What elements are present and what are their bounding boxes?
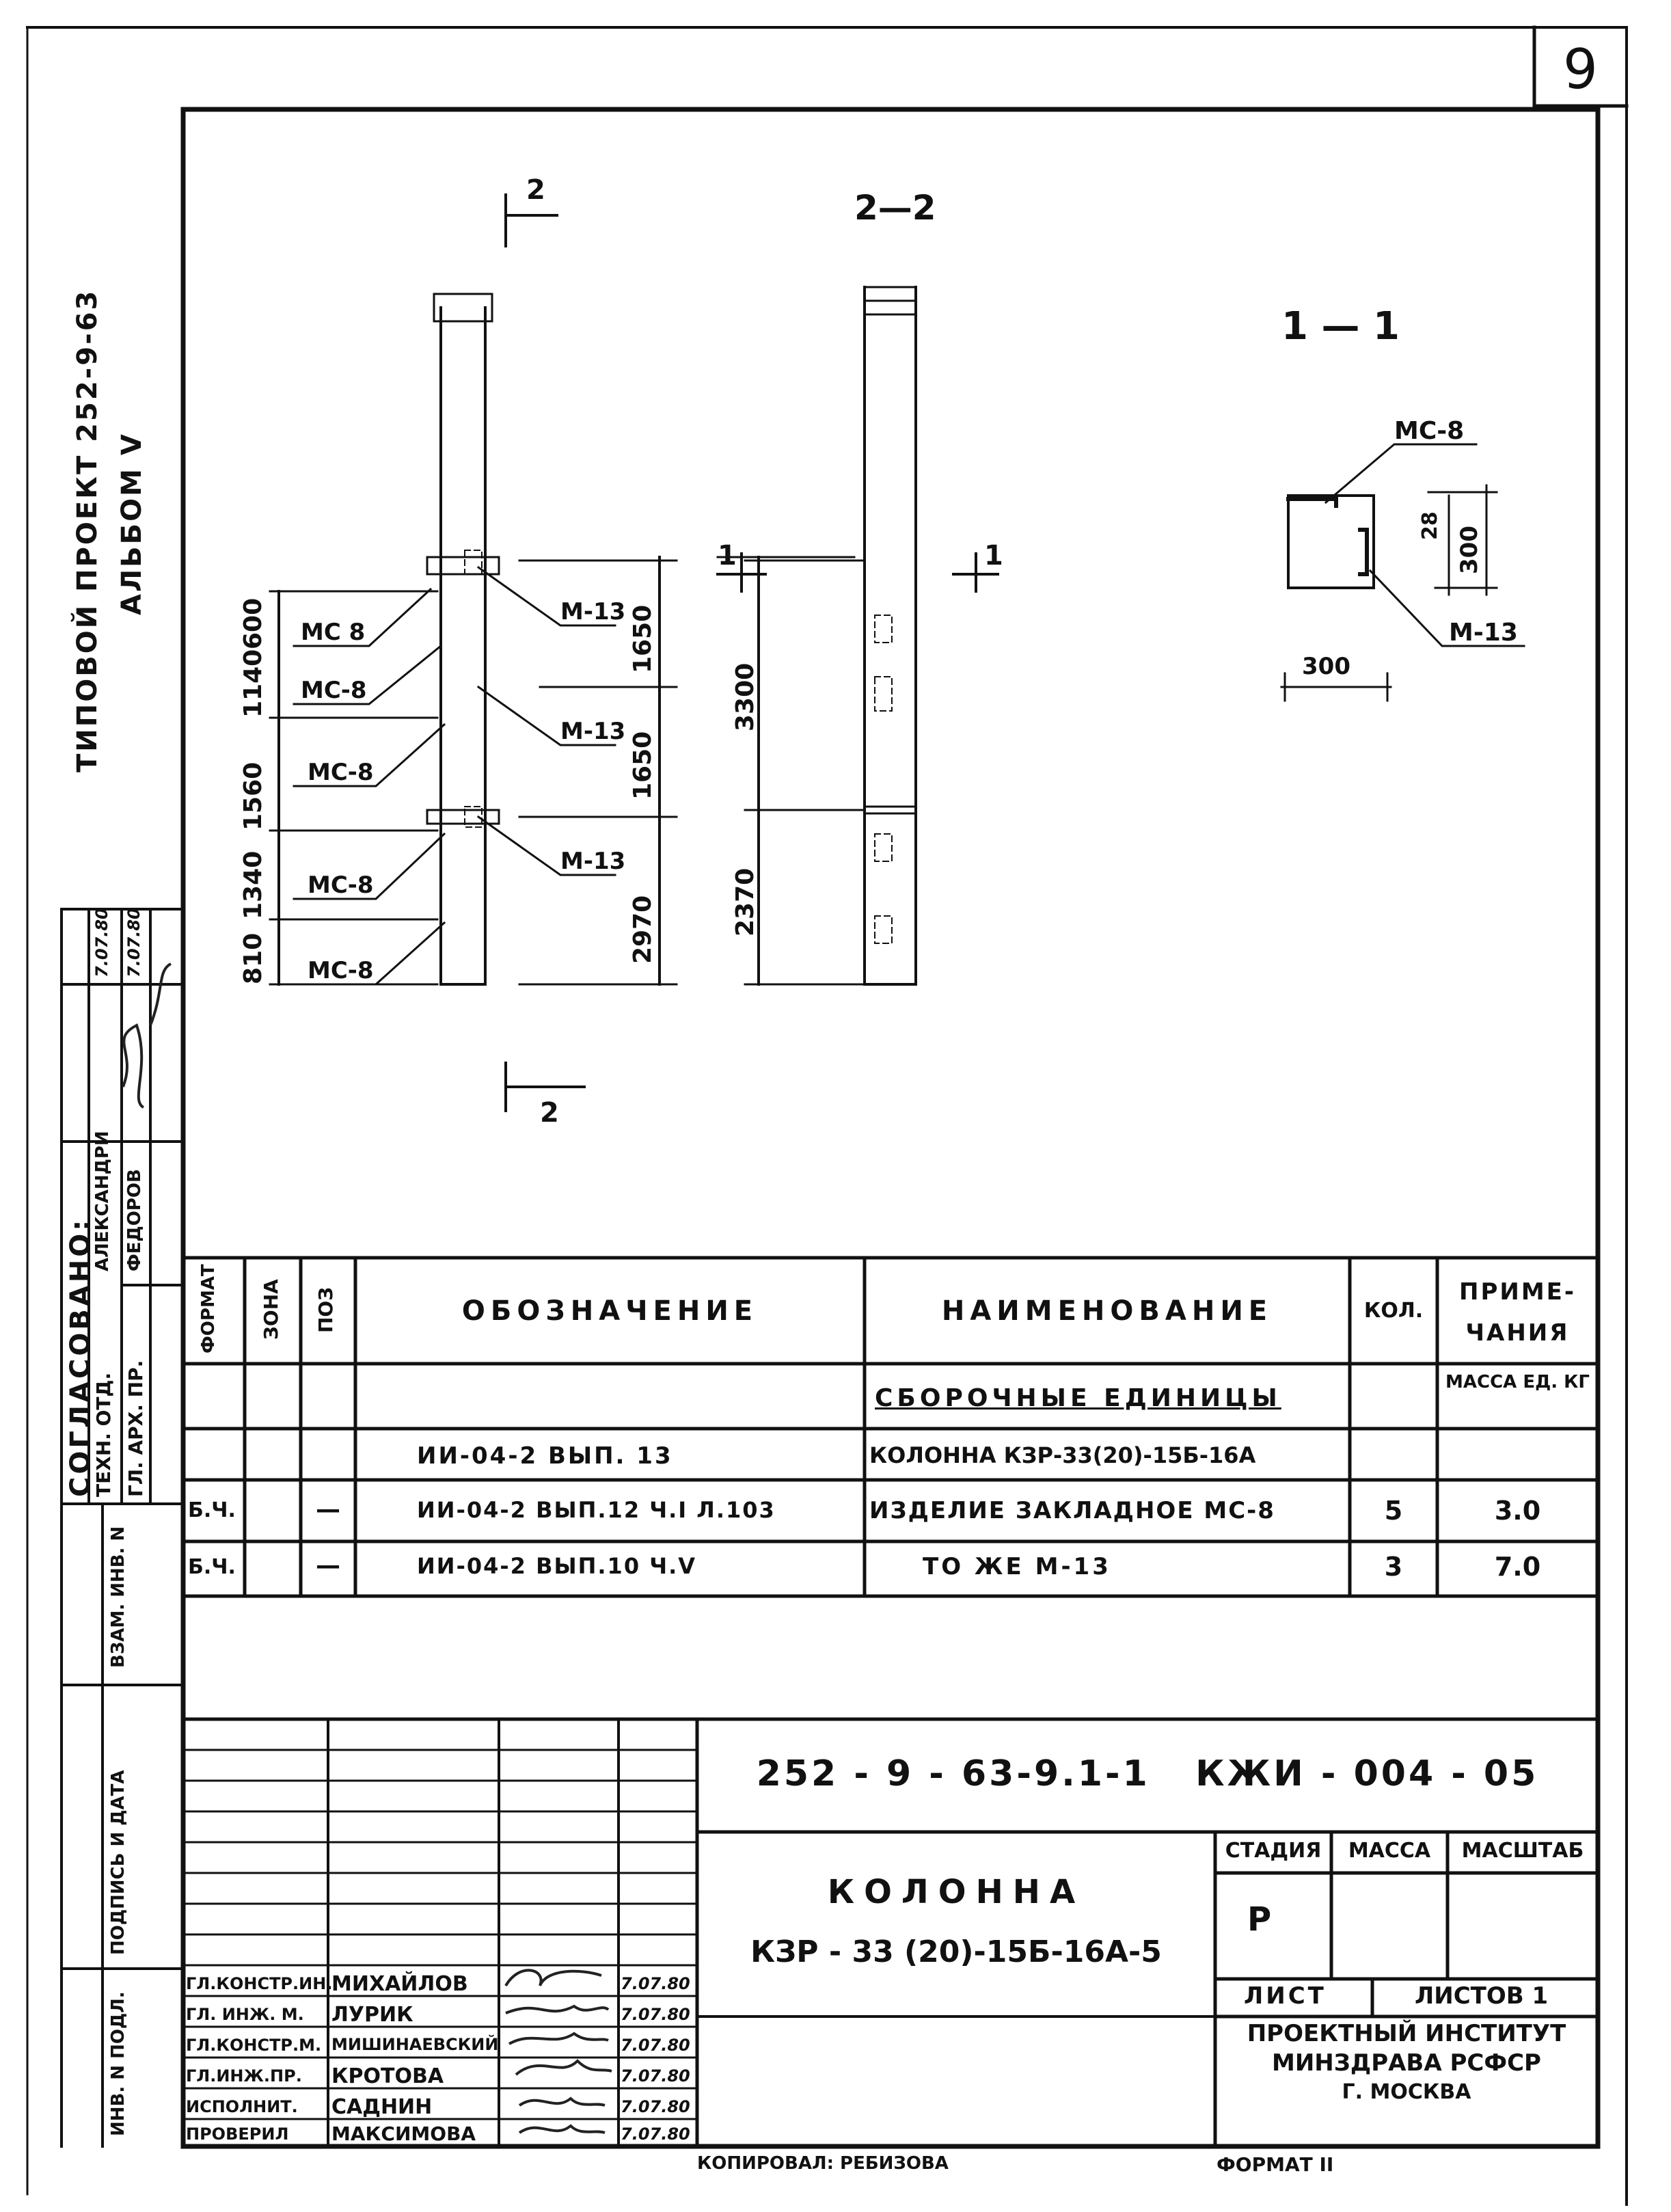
- sec11-dim-28: 28: [1418, 511, 1442, 540]
- spec-row-4-pos: —: [316, 1552, 340, 1580]
- section-mark-1-right: 1: [984, 540, 1003, 571]
- project-title: ТИПОВОЙ ПРОЕКТ 252-9-63: [72, 288, 103, 772]
- spec-row-4-note: 7.0: [1494, 1552, 1541, 1582]
- spec-header-name: НАИМЕНОВАНИЕ: [941, 1295, 1273, 1327]
- mc8-label-2: МС-8: [301, 677, 367, 704]
- staff-date-3: 7.07.80: [621, 2036, 690, 2055]
- stamp-label-sign-date: ПОДПИСЬ И ДАТА: [108, 1770, 128, 1955]
- dim-mid-2970: 2970: [629, 895, 657, 964]
- spec-row-4-designation: ИИ-04-2 ВЫП.10 Ч.V: [417, 1553, 696, 1579]
- mc8-label-4: МС-8: [308, 872, 374, 899]
- spec-row-4-qty: 3: [1384, 1552, 1403, 1582]
- spec-row-3-note: 3.0: [1494, 1496, 1541, 1526]
- spec-row-1-note: МАССА ЕД. КГ: [1445, 1372, 1590, 1392]
- spec-header-designation: ОБОЗНАЧЕНИЕ: [461, 1295, 759, 1327]
- agreed-date-2: 7.07.80: [124, 908, 144, 977]
- agreed-role-1: ТЕХН. ОТД.: [92, 1372, 115, 1497]
- sec11-dim-300v: 300: [1456, 526, 1483, 574]
- section-mark-1-left: 1: [718, 540, 737, 571]
- stage-label: СТАДИЯ: [1225, 1839, 1322, 1863]
- spec-header-pos: ПОЗ: [314, 1286, 337, 1333]
- sec11-mc8-label: МС-8: [1394, 417, 1465, 445]
- dim-side-2370: 2370: [731, 867, 759, 936]
- staff-role-3: ГЛ.КОНСТР.М.: [186, 2036, 322, 2055]
- dim-left-1340: 1340: [239, 850, 267, 919]
- spec-row-4-name: ТО ЖЕ М-13: [923, 1553, 1111, 1580]
- sec11-m13-label: М-13: [1449, 619, 1518, 647]
- section-2-2-title: 2—2: [854, 188, 936, 228]
- dim-mid-1650-b: 1650: [629, 731, 657, 800]
- section-1-1-title: 1 — 1: [1281, 304, 1400, 349]
- sheet-label: ЛИСТ: [1244, 1982, 1327, 2010]
- stage-value: Р: [1247, 1900, 1272, 1939]
- sheets-label: ЛИСТОВ 1: [1415, 1982, 1549, 2010]
- agreed-date-1: 7.07.80: [92, 908, 111, 977]
- spec-row-3-name: ИЗДЕЛИЕ ЗАКЛАДНОЕ МС-8: [869, 1497, 1275, 1524]
- staff-name-4: КРОТОВА: [331, 2064, 444, 2088]
- staff-name-6: МАКСИМОВА: [331, 2122, 476, 2145]
- staff-name-5: САДНИН: [331, 2095, 433, 2119]
- org-line-2: МИНЗДРАВА РСФСР: [1272, 2049, 1541, 2077]
- m13-label-3: М-13: [560, 848, 626, 875]
- staff-date-5: 7.07.80: [621, 2097, 690, 2116]
- spec-header-note: ПРИМЕ-ЧАНИЯ: [1459, 1278, 1576, 1347]
- staff-role-2: ГЛ. ИНЖ. М.: [186, 2005, 304, 2024]
- sec11-dim-300h: 300: [1302, 653, 1350, 680]
- staff-role-5: ИСПОЛНИТ.: [186, 2097, 298, 2116]
- dim-left-810: 810: [239, 932, 267, 984]
- section-mark-2-top: 2: [526, 174, 545, 206]
- dim-mid-1650-a: 1650: [629, 604, 657, 673]
- spec-row-3-pos: —: [316, 1496, 340, 1524]
- staff-role-4: ГЛ.ИНЖ.ПР.: [186, 2066, 302, 2086]
- spec-header-qty: КОЛ.: [1363, 1299, 1424, 1323]
- document-code: 252 - 9 - 63-9.1-1 КЖИ - 004 - 05: [756, 1753, 1539, 1794]
- org-line-3: Г. МОСКВА: [1342, 2080, 1471, 2104]
- spec-row-3-qty: 5: [1384, 1496, 1403, 1526]
- staff-name-1: МИХАЙЛОВ: [331, 1972, 468, 1996]
- dim-left-1140: 1140: [239, 649, 267, 718]
- dim-side-3300: 3300: [731, 662, 759, 731]
- mc8-label-1: МС 8: [301, 619, 366, 646]
- agreed-role-2: ГЛ. АРХ. ПР.: [124, 1360, 147, 1497]
- section-mark-2-bottom: 2: [540, 1097, 559, 1129]
- spec-row-2-name: КОЛОННА КЗР-33(20)-15Б-16А: [869, 1442, 1256, 1468]
- dim-left-1560: 1560: [239, 761, 267, 831]
- mc8-label-5: МС-8: [308, 957, 374, 984]
- format-note: ФОРМАТ II: [1217, 2153, 1334, 2176]
- agreed-name-2: ФЕДОРОВ: [124, 1169, 145, 1271]
- spec-row-2-designation: ИИ-04-2 ВЫП. 13: [417, 1442, 673, 1470]
- agreed-name-1: АЛЕКСАНДРИ: [92, 1131, 113, 1271]
- item-name-line1: КОЛОННА: [827, 1873, 1085, 1911]
- org-line-1: ПРОЕКТНЫЙ ИНСТИТУТ: [1247, 2020, 1566, 2047]
- album-title: АЛЬБОМ V: [116, 432, 148, 615]
- mc8-label-3: МС-8: [308, 759, 374, 786]
- spec-row-4-format: Б.Ч.: [188, 1555, 236, 1579]
- m13-label-1: М-13: [560, 598, 626, 625]
- staff-date-6: 7.07.80: [621, 2125, 690, 2144]
- stamp-label-replace-inv: ВЗАМ. ИНВ. N: [108, 1526, 128, 1668]
- spec-row-1-name: СБОРОЧНЫЕ ЕДИНИЦЫ: [875, 1384, 1281, 1412]
- staff-name-2: ЛУРИК: [331, 2003, 413, 2027]
- mass-label: МАССА: [1348, 1839, 1431, 1863]
- staff-date-2: 7.07.80: [621, 2005, 690, 2024]
- item-name-line2: КЗР - 33 (20)-15Б-16А-5: [750, 1934, 1162, 1969]
- staff-name-3: МИШИНАЕВСКИЙ: [331, 2035, 499, 2054]
- dim-left-600: 600: [239, 597, 267, 649]
- spec-row-3-designation: ИИ-04-2 ВЫП.12 Ч.I Л.103: [417, 1497, 776, 1523]
- staff-date-1: 7.07.80: [621, 1974, 690, 1993]
- stamp-label-orig-inv: ИНВ. N ПОДЛ.: [108, 1991, 128, 2136]
- staff-role-1: ГЛ.КОНСТР.ИН.: [186, 1974, 333, 1993]
- m13-label-2: М-13: [560, 718, 626, 745]
- staff-role-6: ПРОВЕРИЛ: [186, 2125, 289, 2144]
- scale-label: МАСШТАБ: [1461, 1839, 1584, 1863]
- spec-header-format: ФОРМАТ: [198, 1264, 219, 1353]
- staff-date-4: 7.07.80: [621, 2066, 690, 2086]
- sheet-number: 9: [1563, 38, 1598, 101]
- spec-row-3-format: Б.Ч.: [188, 1498, 236, 1522]
- copied-by-note: КОПИРОВАЛ: РЕБИЗОВА: [697, 2153, 949, 2174]
- spec-header-zone: ЗОНА: [260, 1279, 282, 1340]
